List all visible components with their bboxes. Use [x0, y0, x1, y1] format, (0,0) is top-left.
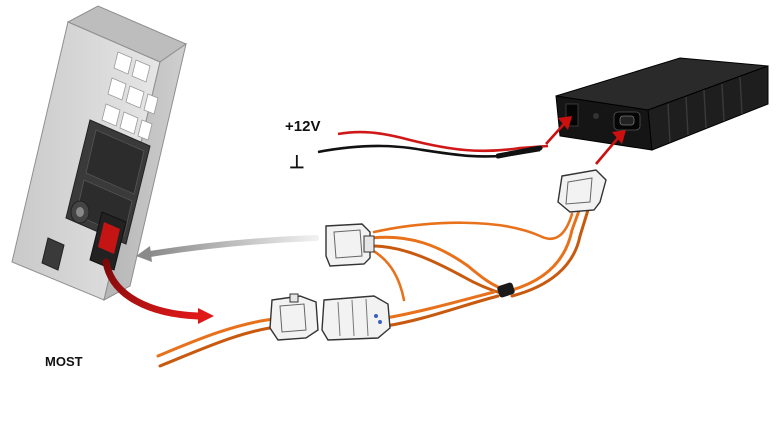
vent-grille — [101, 51, 159, 141]
most-connector-icon — [321, 295, 391, 341]
cable-junction-sleeve — [497, 282, 515, 298]
interface-box-icon — [555, 57, 769, 151]
head-unit-round-port — [70, 200, 90, 224]
fiber-optic-cables — [156, 206, 590, 368]
arrow-icon — [595, 130, 626, 165]
arrow-icon — [102, 258, 214, 324]
ground-symbol-label: ⊥ — [289, 152, 305, 172]
power-positive-label: +12V — [285, 118, 321, 135]
head-unit-lower-port — [41, 237, 65, 271]
most-connector-icon — [325, 223, 375, 267]
arrow-icon — [136, 235, 319, 262]
power-wires — [317, 130, 549, 159]
arrow-icon — [545, 116, 572, 145]
most-connector-icon — [557, 169, 607, 213]
most-bus-label: MOST — [45, 354, 83, 369]
head-unit-most-socket — [89, 211, 127, 271]
most-connector-icon — [269, 293, 319, 341]
head-unit-icon — [11, 5, 188, 301]
